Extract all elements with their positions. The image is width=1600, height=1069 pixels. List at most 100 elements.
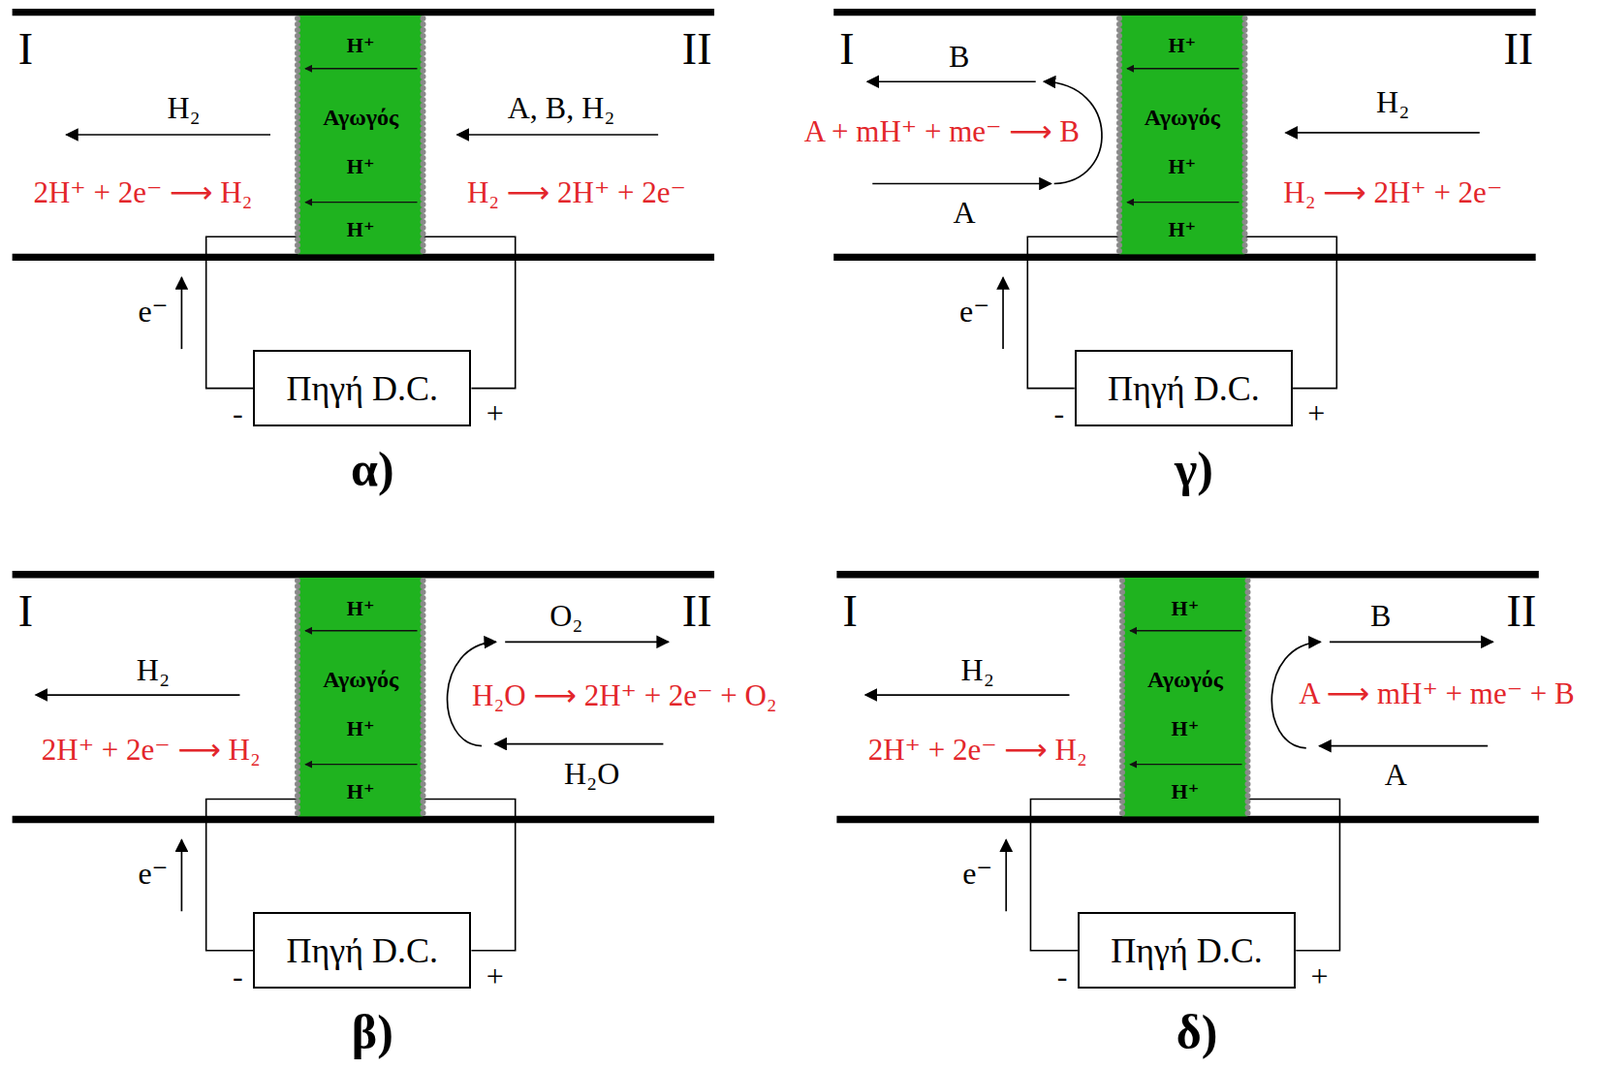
electrode-dot bbox=[1245, 629, 1252, 636]
proton-label: H⁺ bbox=[297, 156, 424, 178]
panel-label: β) bbox=[351, 1007, 394, 1057]
electrode-dot bbox=[1245, 664, 1252, 671]
electrode-dot bbox=[294, 635, 301, 642]
dc-source-box: Πηγή D.C. bbox=[1074, 349, 1293, 427]
electrode-dot bbox=[420, 682, 427, 689]
electrode-dot bbox=[294, 658, 301, 665]
electrode-dot bbox=[294, 195, 301, 202]
electrode-dot bbox=[294, 149, 301, 156]
electrode-dot bbox=[1242, 137, 1249, 144]
electrode-dot bbox=[1245, 676, 1252, 683]
electrode-dot bbox=[420, 62, 427, 68]
electrode-dot bbox=[294, 32, 301, 39]
electrode-dot bbox=[294, 201, 301, 208]
electrode-dot bbox=[294, 670, 301, 677]
proton-flow-arrow bbox=[1129, 629, 1243, 631]
electrode-dot bbox=[1116, 102, 1123, 109]
electrode-dot bbox=[1242, 15, 1249, 22]
electrode-dot bbox=[1116, 108, 1123, 115]
electrode-dot bbox=[294, 102, 301, 109]
membrane-fill bbox=[297, 577, 424, 816]
electrode-dot bbox=[1245, 658, 1252, 665]
electrode-dot bbox=[420, 114, 427, 121]
panel-label: α) bbox=[350, 444, 395, 494]
electrode-dot bbox=[1116, 131, 1123, 138]
tube-wall bbox=[12, 253, 715, 261]
species-flow-arrow bbox=[504, 640, 668, 643]
compartment-label: I bbox=[842, 589, 857, 634]
species-label: A, B, H₂ bbox=[507, 92, 616, 124]
species-flow-arrow bbox=[495, 743, 664, 746]
electrode-dot bbox=[420, 172, 427, 179]
electrode-dot bbox=[1119, 711, 1126, 718]
terminal-sign: + bbox=[486, 397, 504, 429]
electrode-dot bbox=[1242, 224, 1249, 231]
electrode-dot bbox=[1116, 56, 1123, 63]
electrode-dot bbox=[1245, 769, 1252, 776]
electron-flow-arrow bbox=[1004, 840, 1007, 912]
electrode-dot bbox=[294, 629, 301, 636]
electron-label: e⁻ bbox=[137, 857, 168, 889]
species-flow-arrow bbox=[872, 183, 1051, 186]
tube-wall bbox=[12, 815, 715, 823]
electrode-dot bbox=[294, 230, 301, 237]
electrode-dot bbox=[1119, 658, 1126, 665]
electrode-dot bbox=[420, 15, 427, 22]
electrode-dot bbox=[1119, 728, 1126, 735]
electrode-dot bbox=[1245, 670, 1252, 677]
electrode-dot bbox=[420, 50, 427, 57]
electrode-dot bbox=[420, 184, 427, 190]
electrode-dot bbox=[1242, 172, 1249, 179]
electrode-dot bbox=[420, 612, 427, 619]
reaction-equation: A ⟶ mH⁺ + me⁻ + B bbox=[1298, 677, 1574, 708]
electrode-dot bbox=[1119, 612, 1126, 619]
species-label: O₂ bbox=[549, 599, 583, 631]
electrode-dot bbox=[420, 32, 427, 39]
electrode-dot bbox=[1116, 27, 1123, 33]
electrode-dot bbox=[1119, 670, 1126, 677]
electrode-dot bbox=[294, 600, 301, 607]
electrode-dot bbox=[1242, 102, 1249, 109]
reaction-equation: 2H⁺ + 2e⁻ ⟶ H₂ bbox=[868, 733, 1088, 764]
electrode-dot bbox=[420, 664, 427, 671]
electrode-dot bbox=[1116, 67, 1123, 74]
electrode-dot bbox=[294, 810, 301, 816]
electrode-dot bbox=[420, 143, 427, 150]
electrode-dot bbox=[1119, 740, 1126, 747]
electrode-dot bbox=[1245, 641, 1252, 648]
electrode-dot bbox=[1242, 131, 1249, 138]
electrode-dot bbox=[1119, 798, 1126, 805]
membrane-fill bbox=[297, 15, 424, 254]
proton-flow-arrow bbox=[1127, 201, 1240, 203]
electrode-dot bbox=[294, 717, 301, 723]
electrode-dot bbox=[1116, 73, 1123, 80]
electrode-dot bbox=[1245, 792, 1252, 799]
tube-wall bbox=[12, 8, 715, 16]
source-label: Πηγή D.C. bbox=[1110, 933, 1263, 969]
conductor-label: Αγωγός bbox=[297, 105, 424, 129]
electrode-dot bbox=[294, 248, 301, 254]
electrode-dot bbox=[420, 160, 427, 167]
electrode-dot bbox=[1119, 664, 1126, 671]
electrode-dot bbox=[420, 248, 427, 254]
electrode-dot bbox=[1116, 114, 1123, 121]
tube-wall bbox=[836, 570, 1538, 578]
electrode-dot bbox=[1245, 746, 1252, 753]
electrode-dot bbox=[1119, 676, 1126, 683]
electrode-dot bbox=[1242, 44, 1249, 51]
electrode-dot bbox=[1116, 178, 1123, 185]
electrode-dot bbox=[294, 769, 301, 776]
electrode-dot bbox=[1242, 32, 1249, 39]
electrode-dot bbox=[1116, 120, 1123, 126]
species-flow-arrow bbox=[65, 133, 271, 136]
electrode-dot bbox=[1242, 219, 1249, 225]
electrode-dot bbox=[1242, 189, 1249, 196]
electrode-dot bbox=[420, 242, 427, 249]
conductor-membrane: H⁺ΑγωγόςH⁺H⁺ bbox=[1119, 15, 1246, 254]
electrode-dot bbox=[1242, 62, 1249, 68]
electrode-dot bbox=[420, 207, 427, 214]
electrode-dot bbox=[420, 624, 427, 630]
electrode-dot bbox=[294, 612, 301, 619]
tube-wall bbox=[12, 570, 715, 578]
electrode-dot bbox=[294, 27, 301, 33]
